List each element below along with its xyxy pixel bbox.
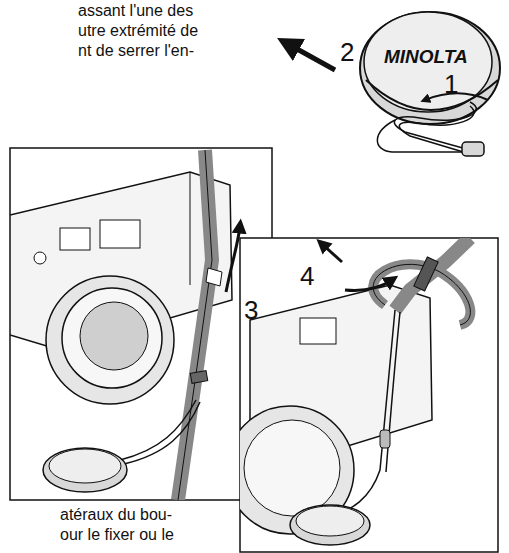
callout-number: 3	[244, 296, 258, 326]
callout-number: 2	[340, 38, 354, 68]
body-text: utre extrémité de	[78, 22, 198, 40]
figure-frame	[240, 238, 498, 552]
body-text: our le fixer ou le	[60, 526, 174, 544]
camera-figure	[10, 150, 232, 500]
brand-logo: MINOLTA	[384, 46, 468, 68]
step-arrow	[322, 244, 342, 262]
callout-number: 1	[444, 70, 458, 100]
step-arrow	[288, 44, 335, 70]
body-text: assant l'une des	[78, 2, 193, 20]
body-text: nt de serrer l'en-	[78, 42, 194, 60]
lens-cap	[360, 12, 500, 124]
cap-cord	[377, 102, 484, 156]
callout-number: 4	[300, 262, 314, 292]
figure-frame	[10, 148, 272, 500]
camera-figure	[240, 238, 470, 545]
step-arrow	[226, 226, 240, 292]
step-arrow	[345, 280, 392, 291]
body-text: atéraux du bou-	[60, 506, 172, 524]
